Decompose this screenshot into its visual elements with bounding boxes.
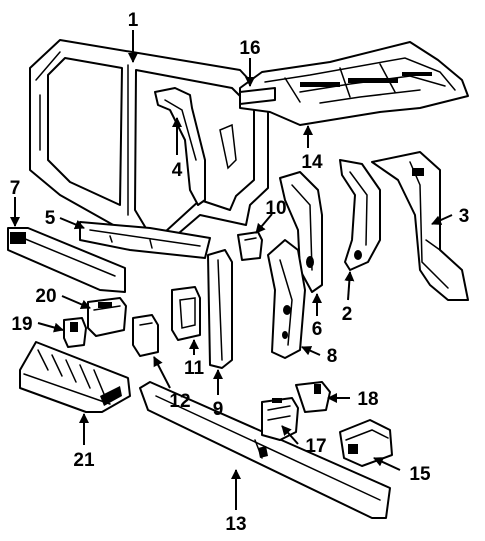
leader-20 xyxy=(61,295,91,310)
callout-10: 10 xyxy=(265,198,286,219)
part-3-rear-pillar xyxy=(371,151,469,301)
callout-2: 2 xyxy=(342,304,353,325)
leader-lines xyxy=(10,30,453,510)
part-7-rocker-panel xyxy=(7,227,126,293)
callout-16: 16 xyxy=(239,38,260,59)
leader-12 xyxy=(153,356,171,389)
part-12-bracket xyxy=(132,314,159,357)
part-4-pillar-trim xyxy=(154,87,206,206)
callout-6: 6 xyxy=(312,319,323,340)
callout-labels: 1 16 4 14 7 5 10 3 20 19 2 6 8 11 12 9 1… xyxy=(10,10,470,535)
callout-3: 3 xyxy=(459,206,470,227)
callout-12: 12 xyxy=(169,391,190,412)
part-6-pillar-inner xyxy=(279,171,323,293)
callout-18: 18 xyxy=(357,389,378,410)
callout-15: 15 xyxy=(409,464,431,485)
leader-15 xyxy=(373,457,401,471)
part-8-center-bracket xyxy=(267,239,306,359)
callout-19: 19 xyxy=(11,314,32,335)
part-9-vertical-post xyxy=(207,249,233,369)
leader-8 xyxy=(301,346,321,356)
part-13-sill-panel xyxy=(139,381,391,519)
leader-2 xyxy=(344,271,355,301)
part-21-step xyxy=(19,341,131,413)
leader-10 xyxy=(255,213,273,234)
callout-1: 1 xyxy=(128,10,139,31)
part-5-rocker-inner xyxy=(79,221,211,259)
part-19-small-bracket xyxy=(63,317,87,348)
part-17-bracket xyxy=(261,397,299,441)
leader-3 xyxy=(431,214,453,225)
callout-5: 5 xyxy=(45,208,56,229)
part-15-bracket xyxy=(339,419,393,467)
callout-7: 7 xyxy=(10,178,21,199)
part-18-bracket xyxy=(295,381,331,413)
part-11-bracket xyxy=(171,286,201,341)
callout-4: 4 xyxy=(172,160,183,181)
callout-11: 11 xyxy=(184,358,205,379)
leader-17 xyxy=(281,425,299,445)
callout-21: 21 xyxy=(73,450,95,471)
callout-13: 13 xyxy=(225,514,246,535)
part-2-quarter-pillar xyxy=(339,159,381,271)
callout-9: 9 xyxy=(213,399,224,420)
part-1-side-frame xyxy=(29,39,269,246)
callout-8: 8 xyxy=(327,346,338,367)
leader-5 xyxy=(59,217,85,230)
part-20-bracket xyxy=(87,297,127,337)
callout-17: 17 xyxy=(305,436,326,457)
callout-14: 14 xyxy=(301,152,323,173)
part-10-bracket xyxy=(237,231,263,261)
part-14-floor-pan xyxy=(239,41,469,126)
callout-20: 20 xyxy=(35,286,56,307)
leader-19 xyxy=(37,322,64,333)
